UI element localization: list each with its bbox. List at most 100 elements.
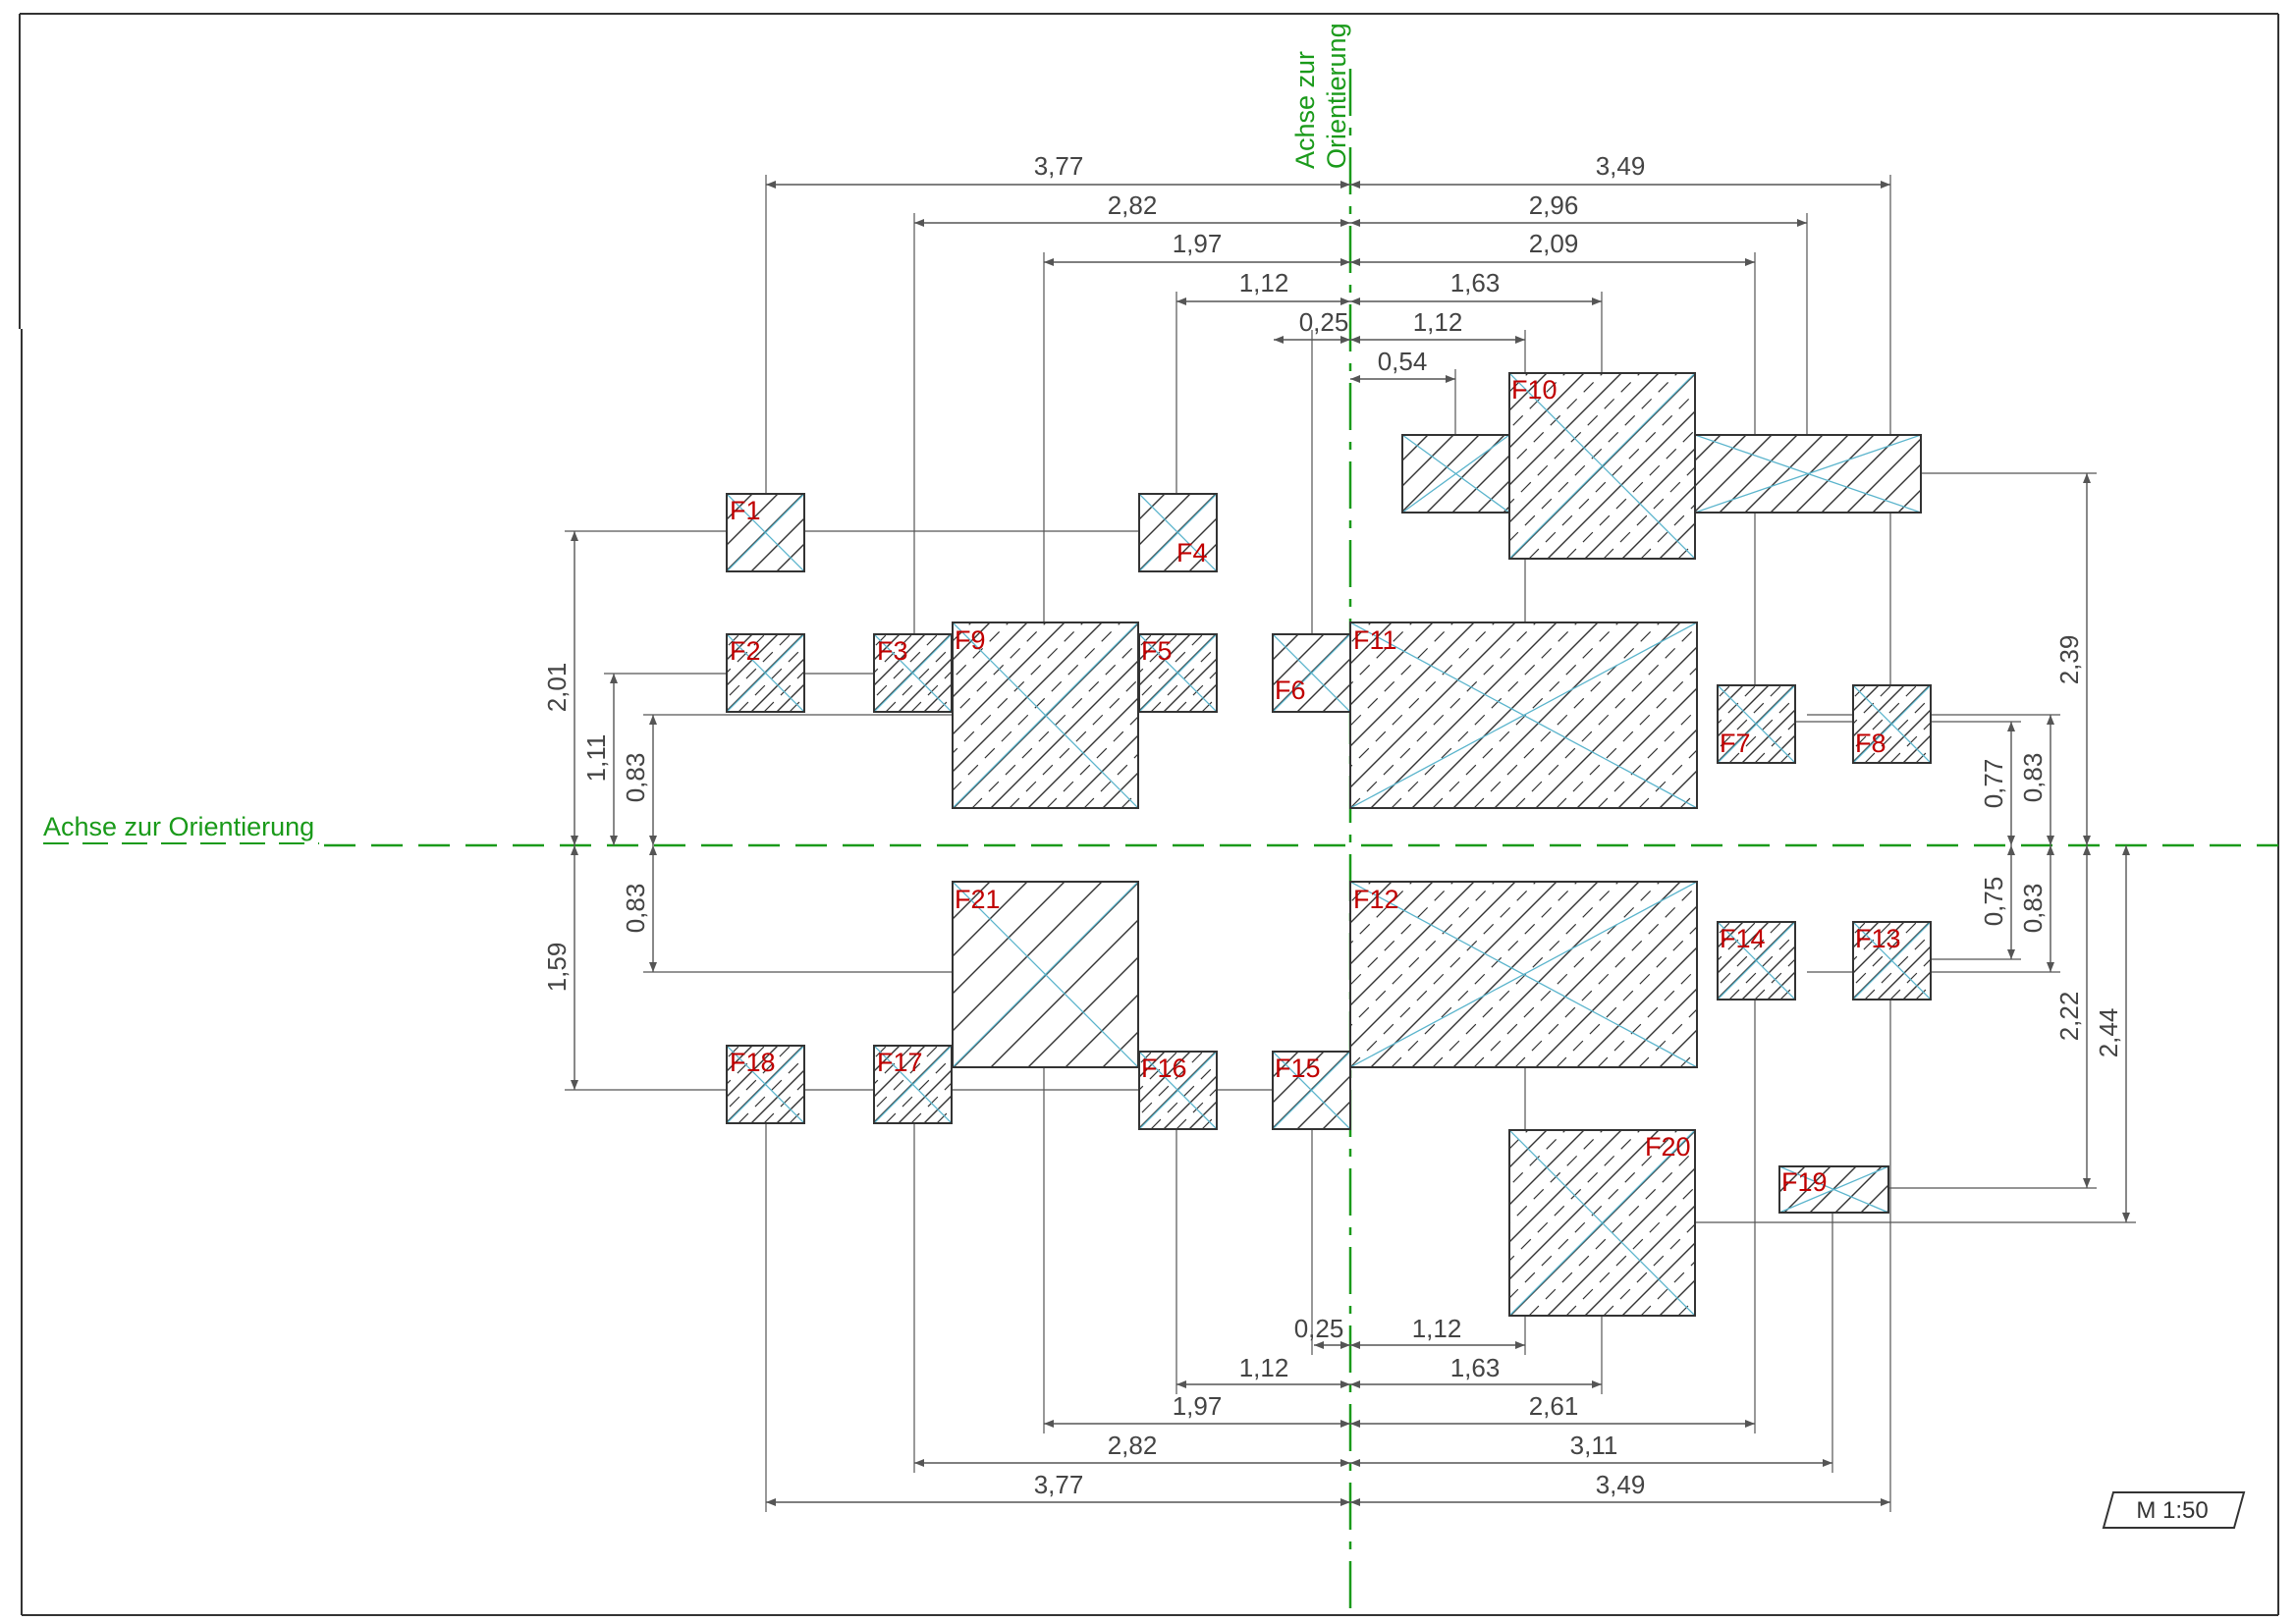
drawing-frame <box>19 13 2279 1616</box>
field-f17-label: F17 <box>877 1048 923 1077</box>
dimension-left-1: 2,01 <box>542 663 572 713</box>
field-f4: F4 <box>1138 493 1218 572</box>
field-f16-label: F16 <box>1141 1054 1187 1083</box>
field-f18: F18 <box>726 1045 805 1124</box>
vertical-axis-label-line1: Achse zur <box>1290 51 1320 169</box>
field-f18-label: F18 <box>730 1048 776 1077</box>
dimension-top-3: 2,82 <box>1108 190 1158 220</box>
dimension-left-3: 0,83 <box>621 753 650 803</box>
horizontal-axis-label: Achse zur Orientierung <box>43 812 314 841</box>
field-f14-label: F14 <box>1720 924 1766 953</box>
field-f15: F15 <box>1272 1051 1351 1130</box>
field-f13-label: F13 <box>1855 924 1901 953</box>
dimension-right-7: 2,44 <box>2094 1008 2123 1058</box>
field-f17: F17 <box>873 1045 953 1124</box>
field-f7-label: F7 <box>1720 729 1751 758</box>
field-f5-label: F5 <box>1141 636 1173 666</box>
orientation-axes <box>324 69 2278 1610</box>
field-f21-label: F21 <box>955 885 1001 914</box>
field-f12: F12 <box>1349 881 1698 1068</box>
field-f9: F9 <box>952 622 1139 809</box>
field-f6-label: F6 <box>1275 676 1306 705</box>
dimension-bottom-3: 1,12 <box>1239 1353 1289 1382</box>
field-f15-hatch <box>1273 1052 1350 1129</box>
field-f14-hatch <box>1718 922 1795 1000</box>
dimension-bottom-10: 3,49 <box>1596 1470 1646 1499</box>
dimension-top-1: 3,77 <box>1034 151 1084 181</box>
dimension-left-5: 1,59 <box>542 943 572 993</box>
dimension-top-6: 2,09 <box>1529 229 1579 258</box>
dimension-left-4: 0,83 <box>621 884 650 934</box>
field-f10-stem-hatch <box>1695 435 1921 513</box>
field-f2: F2 <box>726 633 805 713</box>
dimension-right-1: 2,39 <box>2054 635 2084 685</box>
field-f16: F16 <box>1138 1051 1218 1130</box>
field-f19-hatch <box>1779 1166 1888 1213</box>
dimension-left-2: 1,11 <box>581 734 611 783</box>
field-f13: F13 <box>1852 921 1932 1000</box>
field-f6-hatch <box>1273 634 1350 712</box>
dimension-top-2: 3,49 <box>1596 151 1646 181</box>
field-f9-hatch <box>953 622 1138 808</box>
field-f8-label: F8 <box>1855 729 1886 758</box>
dimension-top-8: 1,63 <box>1450 268 1501 297</box>
dimension-bottom-4: 1,63 <box>1450 1353 1501 1382</box>
dimension-top-4: 2,96 <box>1529 190 1579 220</box>
dimension-top-11: 0,54 <box>1378 347 1428 376</box>
field-f16-hatch <box>1139 1052 1217 1129</box>
dimension-top-9: 0,25 <box>1299 307 1349 337</box>
field-f8-hatch <box>1853 685 1931 763</box>
field-f17-hatch <box>874 1046 952 1123</box>
field-f11: F11 <box>1349 622 1698 809</box>
dimension-right-4: 0,75 <box>1979 877 2008 927</box>
field-f6: F6 <box>1272 633 1351 713</box>
dimension-bottom-2: 1,12 <box>1412 1314 1462 1343</box>
axis-labels: Achse zur Orientierung Achse zur Orienti… <box>43 23 1351 844</box>
field-f10: F10 <box>1508 372 1696 560</box>
field-f12-hatch <box>1350 882 1697 1067</box>
field-f1-hatch <box>727 494 804 571</box>
field-f7: F7 <box>1717 684 1796 764</box>
field-f21: F21 <box>952 881 1139 1068</box>
dimension-right-3: 0,83 <box>2018 753 2048 803</box>
field-f19: F19 <box>1778 1165 1889 1214</box>
dimension-right-6: 2,22 <box>2054 992 2084 1042</box>
field-f1-label: F1 <box>730 496 761 525</box>
scale-box: M 1:50 <box>2102 1491 2246 1529</box>
field-f5-hatch <box>1139 634 1217 712</box>
field-f8: F8 <box>1852 684 1932 764</box>
dimension-bottom-7: 2,82 <box>1108 1431 1158 1460</box>
vertical-axis-label-line2: Orientierung <box>1322 23 1351 169</box>
field-f21-hatch <box>953 882 1138 1067</box>
field-f4-label: F4 <box>1176 538 1208 568</box>
dimension-right-2: 0,77 <box>1979 759 2008 809</box>
dimension-top-10: 1,12 <box>1413 307 1463 337</box>
field-f10-stem-hatch <box>1402 435 1509 513</box>
field-f20: F20 <box>1508 1129 1696 1317</box>
field-f18-hatch <box>727 1046 804 1123</box>
field-f10-stem <box>1401 434 1510 514</box>
scale-label: M 1:50 <box>2136 1497 2208 1524</box>
field-f13-hatch <box>1853 922 1931 1000</box>
dimension-bottom-6: 2,61 <box>1529 1391 1579 1421</box>
field-f3: F3 <box>873 633 953 713</box>
field-f5: F5 <box>1138 633 1218 713</box>
field-f20-label: F20 <box>1645 1132 1691 1162</box>
dimension-bottom-8: 3,11 <box>1570 1431 1618 1460</box>
dimension-top-7: 1,12 <box>1239 268 1289 297</box>
field-f3-hatch <box>874 634 952 712</box>
dimension-bottom-1: 0,25 <box>1294 1314 1344 1343</box>
field-f19-label: F19 <box>1781 1167 1828 1197</box>
field-f2-label: F2 <box>730 636 761 666</box>
dimension-right-5: 0,83 <box>2018 884 2048 934</box>
dimension-bottom-5: 1,97 <box>1173 1391 1223 1421</box>
field-f10-label: F10 <box>1511 375 1558 405</box>
dimension-bottom-9: 3,77 <box>1034 1470 1084 1499</box>
field-f7-hatch <box>1718 685 1795 763</box>
field-f12-label: F12 <box>1353 885 1399 914</box>
field-f2-hatch <box>727 634 804 712</box>
field-f11-label: F11 <box>1353 625 1397 655</box>
